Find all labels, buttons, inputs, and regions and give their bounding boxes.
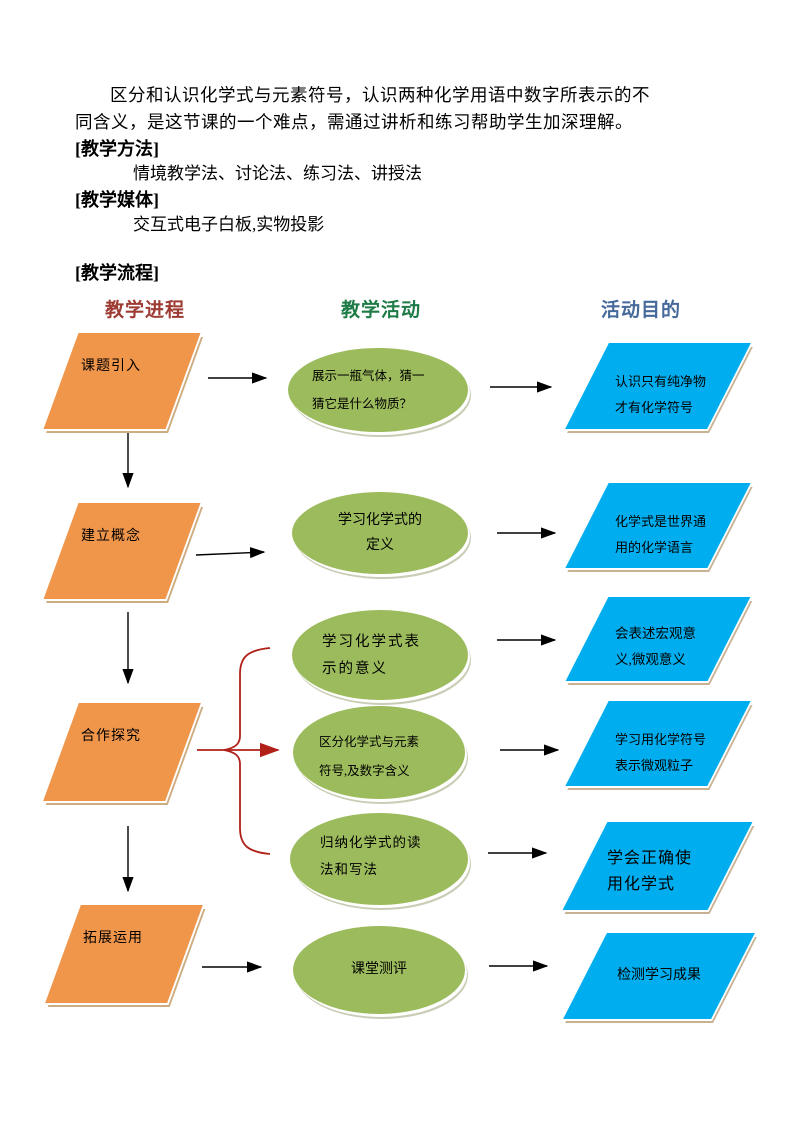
teaching-media-heading: [教学媒体]: [75, 190, 159, 210]
activity-shape: [290, 813, 468, 905]
doc-text-block: 区分和认识化学式与元素符号，认识两种化学用语中数字所表示的不 同含义，是这节课的…: [75, 82, 725, 285]
activity-distinguish-symbols: 区分化学式与元素符号,及数字含义: [293, 706, 465, 799]
brace-activities-group: [223, 647, 271, 855]
stage-build-concept: 建立概念: [43, 503, 201, 599]
purpose-text-line: 表示微观粒子: [615, 758, 694, 773]
activity-text-line: 归纳化学式的读: [320, 835, 422, 850]
teaching-flow-heading: [教学流程]: [75, 263, 159, 283]
activity-class-assessment: 课堂测评: [293, 926, 465, 1014]
activity-text-line: 猜它是什么物质？: [312, 397, 413, 411]
intro-paragraph-line-1: 区分和认识化学式与元素符号，认识两种化学用语中数字所表示的不: [110, 85, 650, 105]
purpose-text-line: 义,微观意义: [615, 652, 686, 667]
activity-shape: [288, 348, 468, 432]
stage-label: 建立概念: [81, 529, 141, 544]
activity-shape: [292, 610, 468, 700]
stage-label: 拓展运用: [83, 931, 143, 946]
activity-shape: [293, 706, 465, 799]
purpose-universal-language: 化学式是世界通用的化学语言: [565, 483, 751, 568]
stage-lead-in: 课题引入: [43, 333, 201, 429]
activity-text-line: 符号,及数字含义: [319, 764, 410, 778]
activity-text-line: 区分化学式与元素: [319, 735, 420, 749]
intro-paragraph-line-2: 同含义，是这节课的一个难点，需通过讲析和练习帮助学生加深理解。: [75, 112, 633, 132]
purpose-text-line: 学会正确使: [607, 850, 693, 867]
stage-label: 合作探究: [81, 729, 141, 744]
activity-text-line: 示的意义: [322, 661, 388, 677]
stage-cooperative-inquiry: 合作探究: [43, 703, 201, 801]
purpose-text-line: 检测学习成果: [617, 968, 701, 983]
purpose-correct-use: 学会正确使用化学式: [562, 822, 753, 910]
purpose-text-line: 会表述宏观意: [615, 626, 696, 641]
activity-text-line: 法和写法: [320, 862, 378, 877]
purpose-pure-substance: 认识只有纯净物才有化学符号: [565, 343, 751, 429]
activity-shape: [292, 492, 468, 574]
stage-label: 课题引入: [81, 359, 141, 374]
purpose-text-line: 用的化学语言: [615, 540, 694, 555]
activity-guess-gas: 展示一瓶气体，猜一猜它是什么物质？: [288, 348, 468, 432]
purpose-check-results: 检测学习成果: [563, 933, 755, 1019]
activity-formula-meaning: 学习化学式表示的意义: [292, 610, 468, 700]
activity-text-line: 课堂测评: [351, 962, 407, 977]
purpose-macro-micro-meaning: 会表述宏观意义,微观意义: [565, 597, 751, 681]
teaching-method-heading: [教学方法]: [75, 139, 159, 159]
activity-shape: [293, 926, 465, 1014]
teaching-method-body: 情境教学法、讨论法、练习法、讲授法: [133, 164, 422, 183]
activity-read-write-rules: 归纳化学式的读法和写法: [290, 813, 468, 905]
column-header-purpose: 活动目的: [600, 300, 681, 321]
activity-text-line: 定义: [366, 538, 394, 553]
purpose-micro-particles: 学习用化学符号表示微观粒子: [565, 701, 751, 786]
activity-formula-definition: 学习化学式的定义: [292, 492, 468, 574]
arrow-stage2-activity2: [195, 547, 266, 559]
column-header-process: 教学进程: [104, 300, 185, 321]
activity-text-line: 学习化学式的: [338, 513, 422, 528]
purpose-text-line: 认识只有纯净物: [615, 374, 707, 389]
activity-text-line: 展示一瓶气体，猜一: [312, 369, 425, 383]
purpose-text-line: 才有化学符号: [615, 400, 694, 415]
column-header-activity: 教学活动: [340, 300, 421, 321]
purpose-text-line: 化学式是世界通: [615, 514, 707, 529]
purpose-text-line: 用化学式: [607, 876, 676, 893]
stage-extension: 拓展运用: [45, 905, 203, 1003]
purpose-text-line: 学习用化学符号: [615, 732, 707, 747]
teaching-media-body: 交互式电子白板,实物投影: [133, 215, 325, 234]
activity-text-line: 学习化学式表: [322, 634, 421, 650]
